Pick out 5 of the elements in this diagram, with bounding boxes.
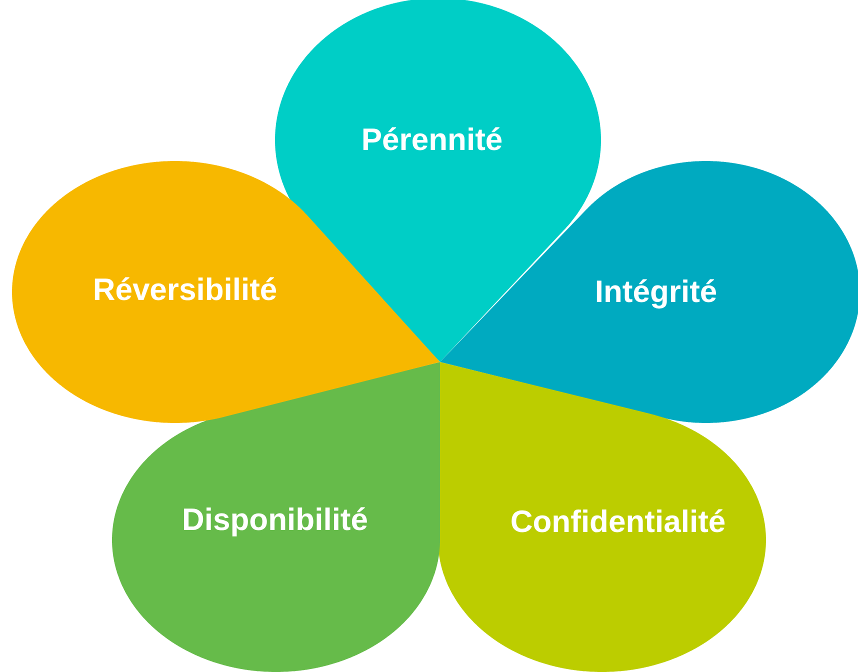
petal-label: Confidentialité — [510, 504, 726, 540]
petal-label: Réversibilité — [92, 272, 278, 308]
petal-label: Intégrité — [594, 274, 718, 310]
petal-label: Disponibilité — [182, 502, 368, 538]
petal-label: Pérennité — [361, 122, 503, 158]
